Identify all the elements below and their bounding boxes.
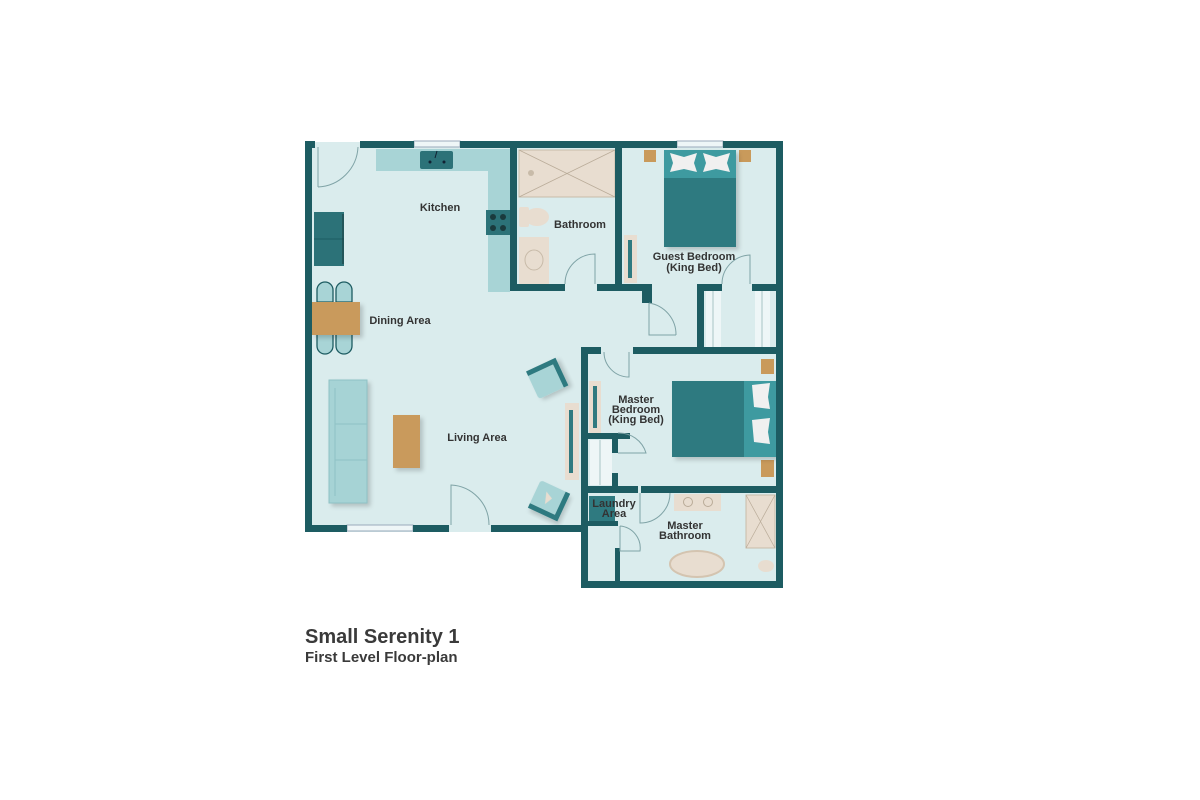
- label-master-bedroom-1: Master: [618, 394, 654, 406]
- armchair-icon: [527, 481, 571, 522]
- walls: [305, 141, 783, 588]
- kitchen-counter: [376, 149, 510, 292]
- master-toilet-icon: [758, 560, 774, 572]
- coffee-table: [393, 415, 420, 468]
- label-master-bedroom-2: Bedroom: [612, 404, 661, 416]
- label-guest-bedroom: Guest Bedroom: [653, 251, 736, 263]
- bathroom-sink-icon: [519, 237, 549, 284]
- dresser-master: [589, 381, 601, 433]
- tv-console: [565, 403, 579, 480]
- dresser-guest: [624, 235, 637, 283]
- label-laundry-1: Laundry: [592, 498, 636, 510]
- washer-icon: [589, 496, 615, 521]
- label-guest-bedroom-sub: (King Bed): [666, 262, 722, 274]
- label-master-bathroom-2: Bathroom: [659, 530, 711, 542]
- armchair-icon: [526, 357, 569, 399]
- double-vanity-icon: [674, 494, 721, 511]
- dining-table-set: [312, 281, 360, 355]
- bathtub-icon: [669, 550, 725, 578]
- master-bed-icon: [672, 359, 776, 477]
- stove-icon: [486, 210, 510, 235]
- room-labels: Kitchen Bathroom Guest Bedroom (King Bed…: [369, 202, 735, 542]
- refrigerator-icon: [314, 212, 344, 266]
- label-laundry-2: Area: [602, 508, 627, 520]
- guest-bed-icon: [644, 150, 751, 247]
- closet-guest: [706, 290, 770, 348]
- doors: [317, 146, 751, 552]
- label-master-bedroom-3: (King Bed): [608, 414, 664, 426]
- plan-subtitle: First Level Floor-plan: [305, 649, 458, 666]
- label-living-area: Living Area: [447, 432, 507, 444]
- label-dining-area: Dining Area: [369, 315, 431, 327]
- label-kitchen: Kitchen: [420, 202, 461, 214]
- label-bathroom: Bathroom: [554, 219, 606, 231]
- plan-title: Small Serenity 1: [305, 626, 460, 648]
- shower-icon: [518, 149, 616, 198]
- sofa-icon: [328, 379, 368, 504]
- closet-master: [590, 440, 612, 485]
- label-master-bathroom-1: Master: [667, 520, 703, 532]
- sink-icon: [420, 150, 453, 169]
- toilet-icon: [519, 207, 549, 227]
- master-shower-icon: [745, 494, 776, 549]
